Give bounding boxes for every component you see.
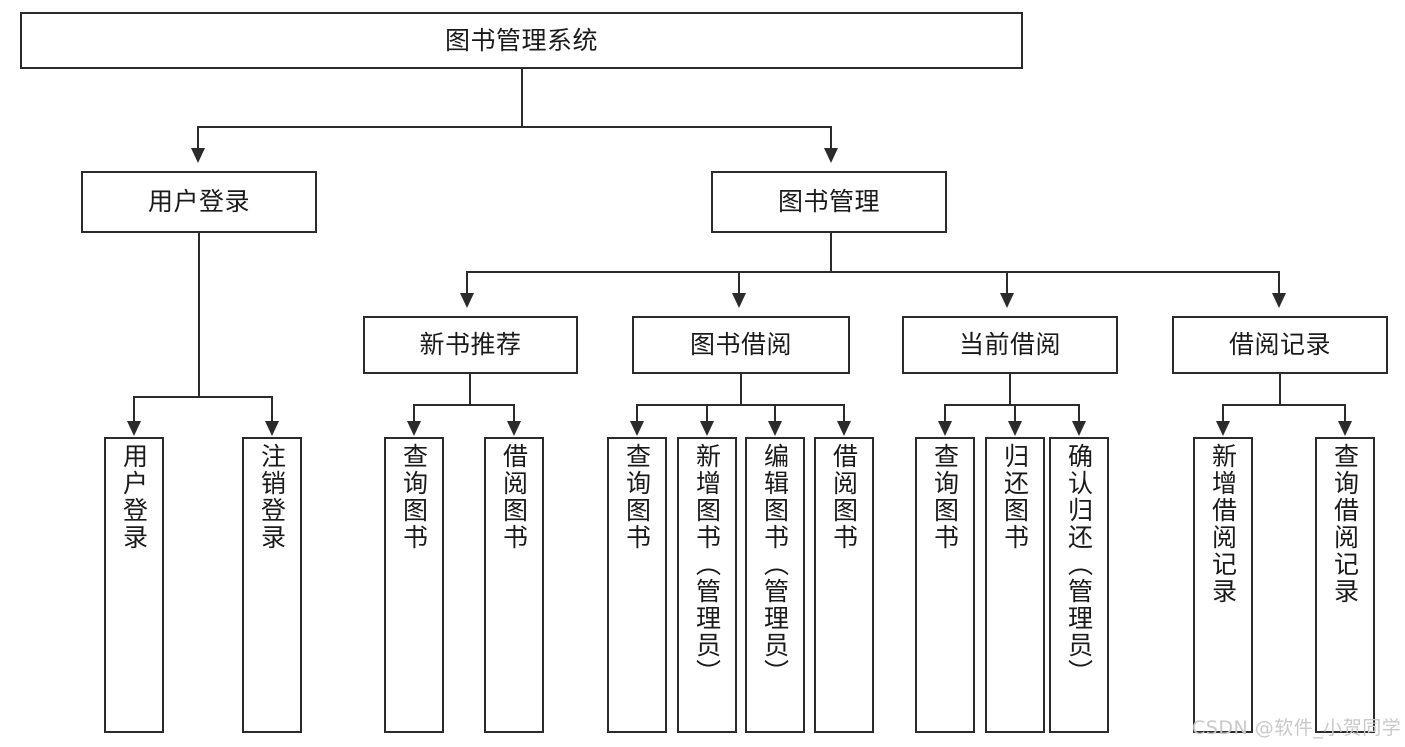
connector-drop-book-borrow (738, 271, 740, 294)
arrowhead-book-borrow (732, 293, 746, 308)
connector-bb-drop-3 (774, 404, 776, 422)
connector-user-login-bus (133, 396, 272, 398)
connector-root-trunk (521, 69, 523, 127)
node-leaf-borrow-book-2-label: 借阅图书 (829, 443, 859, 551)
node-leaf-user-login-label: 用户登录 (119, 443, 149, 551)
connector-new-book-recommend-trunk (469, 374, 471, 405)
node-leaf-query-record-label: 查询借阅记录 (1330, 443, 1360, 605)
arrowhead-leaf-add-book (700, 421, 714, 436)
arrowhead-leaf-confirm-return (1072, 421, 1086, 436)
node-borrow-record-label: 借阅记录 (1228, 330, 1331, 359)
node-leaf-query-book-1[interactable]: 查询图书 (384, 437, 444, 733)
connector-book-borrow-trunk (740, 374, 742, 405)
node-leaf-add-book[interactable]: 新增图书（管理员） (677, 437, 737, 733)
arrowhead-new-book-recommend (460, 293, 474, 308)
arrowhead-leaf-borrow-book-1 (507, 421, 521, 436)
node-borrow-record[interactable]: 借阅记录 (1172, 316, 1388, 374)
node-book-borrow[interactable]: 图书借阅 (632, 316, 850, 374)
node-user-login-label: 用户登录 (147, 187, 250, 216)
node-book-management[interactable]: 图书管理 (711, 171, 947, 233)
csdn-watermark: CSDN @软件_小贺同学 (1192, 717, 1402, 739)
node-leaf-logout-login-label: 注销登录 (257, 443, 287, 551)
node-leaf-confirm-return-label: 确认归还（管理员） (1064, 443, 1094, 686)
node-leaf-query-book-3-label: 查询图书 (930, 443, 960, 551)
node-leaf-return-book[interactable]: 归还图书 (985, 437, 1045, 733)
arrowhead-user-login (191, 148, 205, 163)
node-leaf-borrow-book-1[interactable]: 借阅图书 (484, 437, 544, 733)
node-leaf-query-book-2[interactable]: 查询图书 (607, 437, 667, 733)
node-book-management-label: 图书管理 (777, 187, 880, 216)
arrowhead-borrow-record (1272, 293, 1286, 308)
connector-drop-current-borrow (1006, 271, 1008, 294)
connector-bb-drop-2 (706, 404, 708, 422)
node-leaf-borrow-book-2[interactable]: 借阅图书 (814, 437, 874, 733)
connector-level2-bus (197, 126, 831, 128)
arrowhead-leaf-user-login (127, 421, 141, 436)
connector-to-user-login (197, 126, 199, 148)
node-new-book-recommend-label: 新书推荐 (419, 330, 522, 359)
node-user-login[interactable]: 用户登录 (81, 171, 317, 233)
node-root-label: 图书管理系统 (444, 25, 598, 55)
connector-drop-new-book-recommend (466, 271, 468, 294)
node-leaf-borrow-book-1-label: 借阅图书 (499, 443, 529, 551)
node-book-borrow-label: 图书借阅 (689, 330, 792, 359)
node-leaf-edit-book[interactable]: 编辑图书（管理员） (745, 437, 805, 733)
node-leaf-return-book-label: 归还图书 (1000, 443, 1030, 551)
node-leaf-confirm-return[interactable]: 确认归还（管理员） (1049, 437, 1109, 733)
node-new-book-recommend[interactable]: 新书推荐 (363, 316, 578, 374)
node-leaf-add-book-label: 新增图书（管理员） (692, 443, 722, 686)
node-leaf-query-book-2-label: 查询图书 (622, 443, 652, 551)
arrowhead-leaf-query-book-1 (407, 421, 421, 436)
connector-cb-drop-3 (1078, 404, 1080, 422)
connector-drop-borrow-record (1278, 271, 1280, 294)
node-leaf-add-record-label: 新增借阅记录 (1208, 443, 1238, 605)
connector-nbr-drop-2 (513, 404, 515, 422)
connector-user-login-drop-2 (271, 396, 273, 422)
connector-new-book-recommend-bus (413, 404, 514, 406)
node-leaf-add-record[interactable]: 新增借阅记录 (1193, 437, 1253, 733)
connector-book-borrow-bus (636, 404, 845, 406)
connector-to-book-management (830, 126, 832, 148)
arrowhead-leaf-logout-login (265, 421, 279, 436)
node-leaf-query-book-1-label: 查询图书 (399, 443, 429, 551)
arrowhead-current-borrow (1000, 293, 1014, 308)
node-current-borrow[interactable]: 当前借阅 (902, 316, 1118, 374)
arrowhead-leaf-query-book-2 (630, 421, 644, 436)
arrowhead-leaf-query-record (1338, 421, 1352, 436)
arrowhead-leaf-return-book (1008, 421, 1022, 436)
connector-borrow-record-trunk (1279, 374, 1281, 405)
node-leaf-user-login[interactable]: 用户登录 (104, 437, 164, 733)
node-root[interactable]: 图书管理系统 (20, 12, 1023, 69)
arrowhead-leaf-edit-book (768, 421, 782, 436)
arrowhead-leaf-borrow-book-2 (837, 421, 851, 436)
node-leaf-logout-login[interactable]: 注销登录 (242, 437, 302, 733)
connector-user-login-trunk (198, 233, 200, 397)
connector-br-drop-1 (1222, 404, 1224, 422)
node-current-borrow-label: 当前借阅 (958, 330, 1061, 359)
arrowhead-leaf-query-book-3 (938, 421, 952, 436)
connector-current-borrow-bus (944, 404, 1079, 406)
connector-nbr-drop-1 (413, 404, 415, 422)
node-leaf-query-record[interactable]: 查询借阅记录 (1315, 437, 1375, 733)
arrowhead-book-management (824, 148, 838, 163)
arrowhead-leaf-add-record (1216, 421, 1230, 436)
connector-cb-drop-2 (1014, 404, 1016, 422)
connector-level3-bus (466, 271, 1279, 273)
connector-user-login-drop-1 (133, 396, 135, 422)
connector-book-management-trunk (830, 233, 832, 272)
connector-bb-drop-1 (636, 404, 638, 422)
connector-borrow-record-bus (1222, 404, 1346, 406)
connector-bb-drop-4 (843, 404, 845, 422)
connector-cb-drop-1 (944, 404, 946, 422)
node-leaf-edit-book-label: 编辑图书（管理员） (760, 443, 790, 686)
connector-br-drop-2 (1344, 404, 1346, 422)
node-leaf-query-book-3[interactable]: 查询图书 (915, 437, 975, 733)
connector-current-borrow-trunk (1009, 374, 1011, 405)
